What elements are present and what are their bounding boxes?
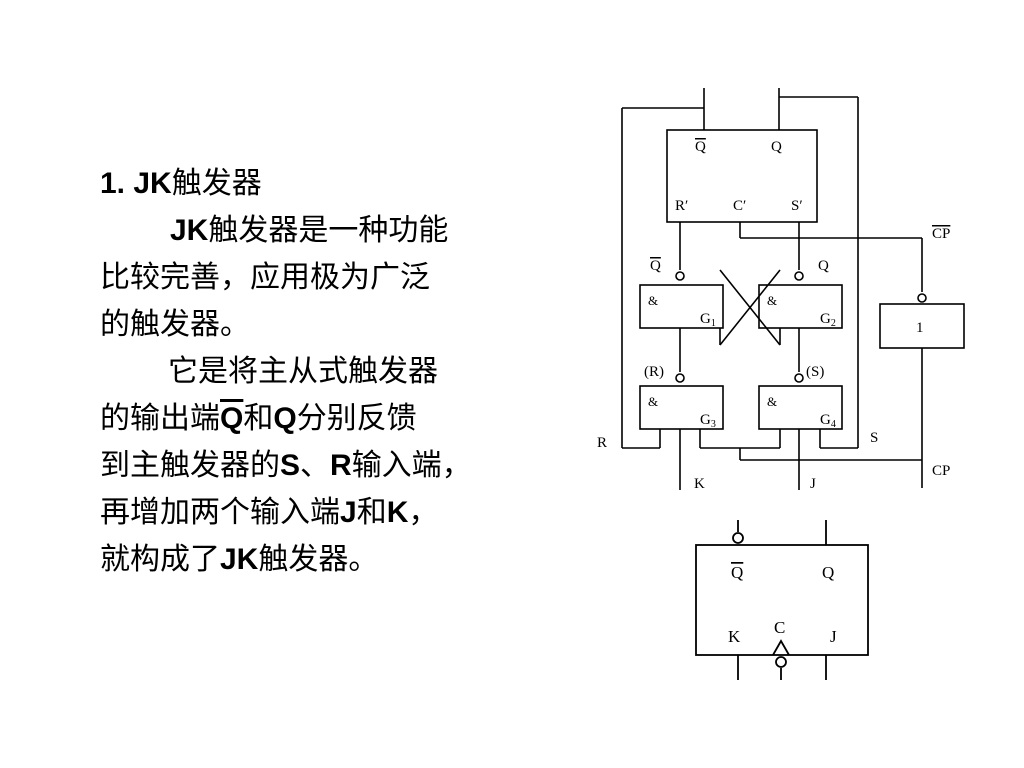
jk-k-label: K <box>728 627 741 646</box>
s-input-label: S <box>870 430 878 446</box>
qbar-symbol: Q <box>220 402 244 435</box>
jk-q-label: Q <box>822 563 834 582</box>
p2-l4-b: 和 <box>356 495 387 530</box>
k-input-label: K <box>694 476 705 492</box>
jk-clock-bubble <box>775 656 787 668</box>
g1-bubble <box>675 271 685 281</box>
heading-rest: 触发器 <box>171 166 262 201</box>
slave-c-label: C′ <box>733 198 746 214</box>
g2-name: G2 <box>820 311 836 329</box>
p2-l3-c: 输入端， <box>351 448 472 483</box>
paragraph2-line2: 的输出端Q和Q分别反馈 <box>100 395 580 442</box>
jk-qbar-bubble <box>732 532 744 544</box>
slave-r-label: R′ <box>675 198 688 214</box>
r-symbol: R <box>330 449 352 482</box>
g2-bubble <box>794 271 804 281</box>
heading-number: 1. <box>100 167 134 200</box>
slave-s-label: S′ <box>791 198 803 214</box>
jk-symbol-box <box>695 544 869 656</box>
j-symbol: J <box>340 496 357 529</box>
jk-clock-triangle <box>772 639 790 656</box>
p2-l4-a: 再增加两个输入端 <box>100 495 340 530</box>
jk-qbar-label: Q <box>731 563 743 582</box>
gate-g1 <box>639 284 724 329</box>
g3-amp: & <box>648 394 658 409</box>
p2-l2-c: 分别反馈 <box>296 401 417 436</box>
p2-l2-b: 和 <box>243 401 274 436</box>
heading-jk: JK <box>133 167 172 200</box>
p2-l5-b: 触发器。 <box>258 542 379 577</box>
p2-l3-a: 到主触发器的 <box>100 448 280 483</box>
g4-name: G4 <box>820 412 836 430</box>
j-input-label: J <box>810 476 816 492</box>
paragraph2-line3: 到主触发器的S、R输入端， <box>100 442 580 489</box>
p2-l5-jk: JK <box>220 543 259 576</box>
g3-name: G3 <box>700 412 716 430</box>
g3-bubble <box>675 373 685 383</box>
paragraph2-line4: 再增加两个输入端J和K， <box>100 489 580 536</box>
slave-qbar-label: Q <box>695 139 706 155</box>
paragraph1-line2: 比较完善，应用极为广泛 <box>100 260 430 295</box>
jk-c-label: C <box>774 618 785 637</box>
gate-g4 <box>758 385 843 430</box>
text-block: 1. JK触发器 JK触发器是一种功能 比较完善，应用极为广泛 的触发器。 它是… <box>100 160 580 583</box>
g4-bubble <box>794 373 804 383</box>
cpbar-label: CP <box>932 226 950 242</box>
cp-label: CP <box>932 463 950 479</box>
heading: 1. JK触发器 <box>100 160 580 207</box>
s-symbol: S <box>280 449 301 482</box>
sbar-label: (S) <box>806 364 824 380</box>
q-symbol: Q <box>273 402 297 435</box>
slave-q-label: Q <box>771 139 782 155</box>
gate-g3 <box>639 385 724 430</box>
paragraph2-line1: 它是将主从式触发器 <box>168 354 438 389</box>
p2-l2-a: 的输出端 <box>100 401 220 436</box>
g4-amp: & <box>767 394 777 409</box>
k-symbol: K <box>386 496 409 529</box>
gate-g2 <box>758 284 843 329</box>
p2-l5-a: 就构成了 <box>100 542 220 577</box>
p2-l4-c: ， <box>408 495 439 530</box>
inverter-symbol: 1 <box>916 320 924 336</box>
paragraph1-line1: JK触发器是一种功能 <box>100 207 580 254</box>
p1-jk: JK <box>170 214 209 247</box>
paragraph2-line5: 就构成了JK触发器。 <box>100 536 580 583</box>
qbar-label: Q <box>650 258 661 274</box>
g1-amp: & <box>648 293 658 308</box>
g2-amp: & <box>767 293 777 308</box>
slave-flipflop-box <box>666 129 818 223</box>
p1-line1-text: 触发器是一种功能 <box>208 213 449 248</box>
q-label: Q <box>818 258 829 274</box>
p2-l3-b: 、 <box>300 448 331 483</box>
rbar-label: (R) <box>644 364 664 380</box>
paragraph1-line3: 的触发器。 <box>100 307 250 342</box>
g1-name: G1 <box>700 311 716 329</box>
r-input-label: R <box>597 435 607 451</box>
jk-j-label: J <box>830 627 837 646</box>
inverter-bubble <box>917 293 927 303</box>
